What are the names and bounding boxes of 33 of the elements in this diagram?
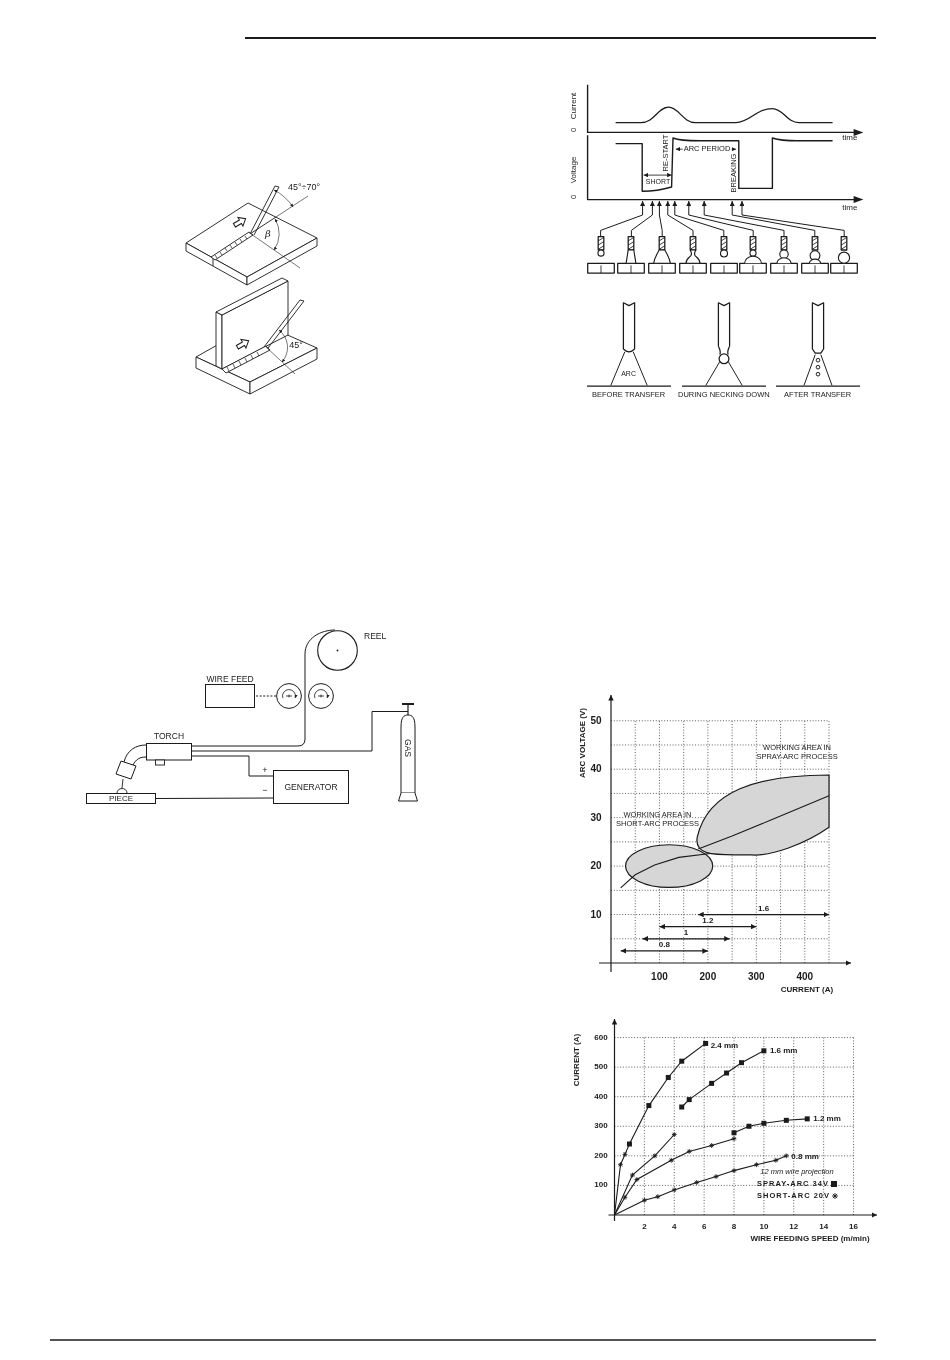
node-label: GAS: [403, 739, 413, 757]
tick-label: 12: [789, 1223, 799, 1231]
tick-label: 600: [594, 1033, 608, 1042]
angle-label: β: [265, 229, 271, 239]
edge-label: +: [261, 765, 269, 775]
node-label: TORCH: [153, 731, 185, 741]
axis-title: Voltage: [570, 156, 578, 184]
tick-label: 500: [594, 1063, 608, 1072]
series-label: 0.8 mm: [791, 1152, 819, 1161]
axis-title: Current: [570, 92, 578, 120]
tick-label: 4: [672, 1223, 677, 1231]
series-label: 1.6 mm: [769, 1046, 798, 1055]
angle-label: 45°÷70°: [287, 182, 321, 192]
tick-label: 200: [594, 1151, 608, 1160]
axis-title: CURRENT (A): [573, 1033, 581, 1087]
tick-label: 10: [759, 1223, 769, 1231]
tick-label: 400: [594, 1092, 608, 1101]
axis-title: WIRE FEEDING SPEED (m/min): [750, 1235, 870, 1243]
series-label: 2.4 mm: [710, 1042, 739, 1051]
axis-title: time: [842, 134, 858, 142]
tick-label: 14: [819, 1223, 829, 1231]
series-label: 1.2 mm: [813, 1114, 841, 1123]
node-label: PIECE: [109, 794, 133, 803]
tick-label: 6: [701, 1223, 707, 1231]
node-label: GENERATOR: [284, 782, 338, 792]
tick-label: 100: [594, 1181, 608, 1190]
node-label: REEL: [364, 631, 387, 641]
tick-label: 2: [642, 1223, 647, 1231]
tick-label: 300: [594, 1122, 608, 1131]
tick-label: 8: [731, 1223, 737, 1231]
angle-label: 45°: [289, 340, 303, 350]
node-label: WIRE FEED: [206, 674, 254, 684]
tick-label: 16: [849, 1223, 858, 1231]
